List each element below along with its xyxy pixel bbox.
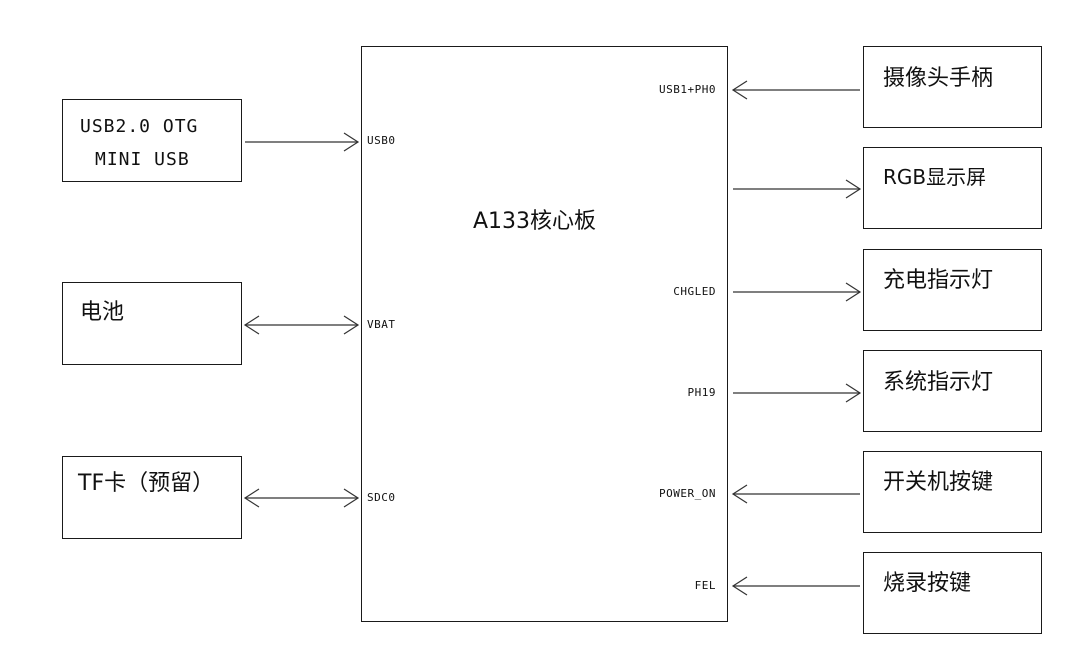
charge-led-module — [863, 249, 1042, 331]
battery-module — [62, 282, 242, 365]
wire-rgb-display — [733, 179, 862, 199]
usb-otg-module — [62, 99, 242, 182]
core-board-title: A133核心板 — [473, 209, 597, 234]
system-led-module — [863, 350, 1042, 432]
pin-fel: FEL — [694, 579, 716, 592]
wire-ph19 — [733, 383, 862, 403]
pin-power-on: POWER_ON — [659, 487, 716, 500]
wire-power-on — [731, 484, 860, 504]
rgb-display-label: RGB显示屏 — [883, 165, 987, 189]
camera-handle-label: 摄像头手柄 — [883, 66, 994, 91]
rgb-display-module — [863, 147, 1042, 229]
wire-tf-sdc0 — [243, 488, 360, 508]
power-key-module — [863, 451, 1042, 533]
wire-usb-otg-to-usb0 — [245, 132, 360, 152]
battery-label: 电池 — [80, 300, 125, 325]
burn-key-label: 烧录按键 — [883, 571, 972, 596]
burn-key-module — [863, 552, 1042, 634]
core-board — [361, 46, 728, 622]
pin-vbat: VBAT — [367, 318, 396, 331]
tf-card-label: TF卡（预留） — [78, 471, 215, 496]
pin-ph19: PH19 — [687, 386, 716, 399]
wire-fel — [731, 576, 860, 596]
pin-usb1-ph0: USB1+PH0 — [659, 83, 716, 96]
pin-usb0: USB0 — [367, 134, 396, 147]
camera-handle-module — [863, 46, 1042, 128]
usb-otg-line1: USB2.0 OTG — [80, 116, 199, 137]
wire-camera-usb1 — [731, 80, 860, 100]
pin-sdc0: SDC0 — [367, 491, 396, 504]
pin-chgled: CHGLED — [673, 285, 716, 298]
system-led-label: 系统指示灯 — [883, 370, 994, 395]
wire-battery-vbat — [243, 315, 360, 335]
wire-chgled — [733, 282, 862, 302]
tf-card-module — [62, 456, 242, 539]
power-key-label: 开关机按键 — [883, 470, 994, 495]
usb-otg-line2: MINI USB — [95, 149, 190, 170]
charge-led-label: 充电指示灯 — [883, 268, 994, 293]
